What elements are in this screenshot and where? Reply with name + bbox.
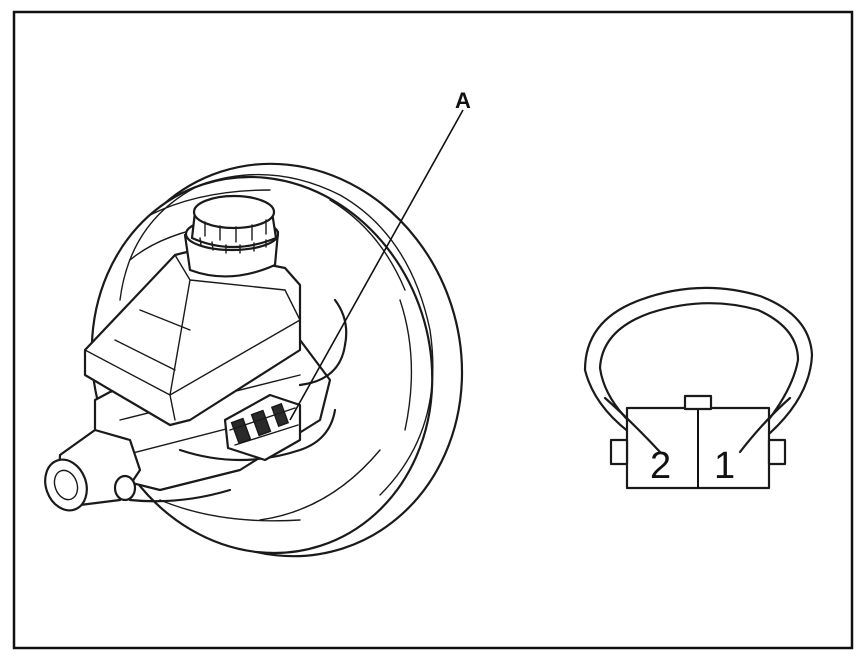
wire-terminal-left	[603, 396, 662, 454]
connector-tab-left	[609, 438, 629, 466]
callout-leader-a	[289, 109, 464, 421]
callout-label-a: A	[455, 88, 471, 113]
connector-latch	[683, 394, 713, 411]
sensor-connector-detail: 2 1	[583, 286, 814, 490]
booster-rib-lines	[129, 189, 413, 522]
side-fitting	[113, 474, 137, 502]
figure-frame	[12, 10, 854, 650]
pin-label-1: 1	[714, 445, 735, 487]
booster-rim-inner	[119, 173, 434, 496]
connector-wire-loop	[583, 286, 814, 442]
brake-line-upper	[298, 298, 348, 387]
pin-label-2: 2	[650, 445, 671, 487]
brake-line-lower	[178, 408, 337, 462]
reservoir-cap	[190, 194, 278, 254]
brake-line-front	[128, 488, 232, 503]
fluid-reservoir	[83, 248, 302, 427]
wire-terminal-right	[738, 396, 792, 454]
connector-tab-right	[767, 438, 787, 466]
fluid-level-sensor	[223, 393, 302, 462]
brake-booster-assembly	[44, 162, 464, 558]
master-cylinder-outlet	[44, 428, 142, 512]
connector-wire-loop-inner	[598, 302, 800, 442]
